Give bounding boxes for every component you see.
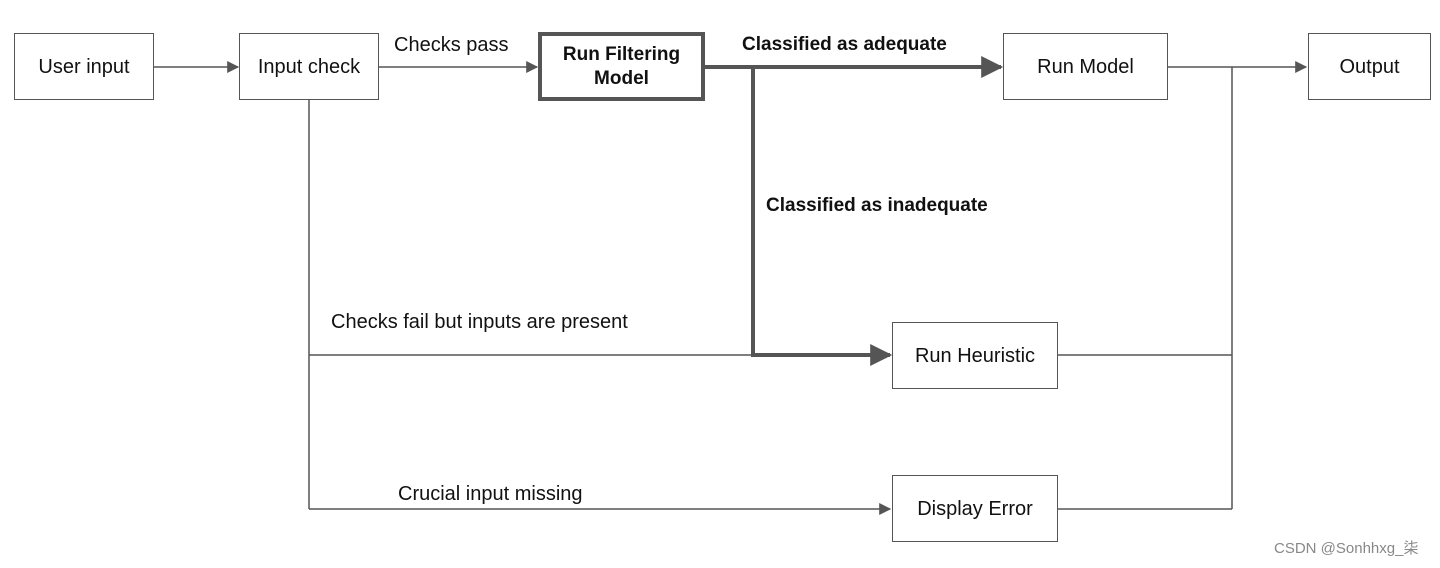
node-run-heuristic-label: Run Heuristic	[914, 344, 1036, 367]
node-run-model: Run Model	[1003, 33, 1168, 100]
node-user-input-label: User input	[38, 55, 130, 78]
edge-label-checks-fail-inputs-present: Checks fail but inputs are present	[331, 311, 628, 333]
node-user-input: User input	[14, 33, 154, 100]
edge-label-crucial-input-missing: Crucial input missing	[398, 483, 583, 505]
edge-label-checks-pass: Checks pass	[394, 34, 509, 56]
edge-label-classified-inadequate: Classified as inadequate	[766, 195, 988, 216]
node-input-check-label: Input check	[257, 55, 361, 78]
node-run-model-label: Run Model	[1037, 55, 1134, 78]
node-input-check: Input check	[239, 33, 379, 100]
node-run-filtering-model: Run Filtering Model	[538, 32, 705, 101]
node-run-heuristic: Run Heuristic	[892, 322, 1058, 389]
watermark-text: CSDN @Sonhhxg_柒	[1274, 540, 1419, 557]
node-run-filtering-model-label: Run Filtering Model	[562, 43, 681, 89]
node-display-error-label: Display Error	[917, 497, 1033, 520]
node-output-label: Output	[1339, 55, 1400, 78]
node-display-error: Display Error	[892, 475, 1058, 542]
edge-label-classified-adequate: Classified as adequate	[742, 34, 947, 55]
node-output: Output	[1308, 33, 1431, 100]
